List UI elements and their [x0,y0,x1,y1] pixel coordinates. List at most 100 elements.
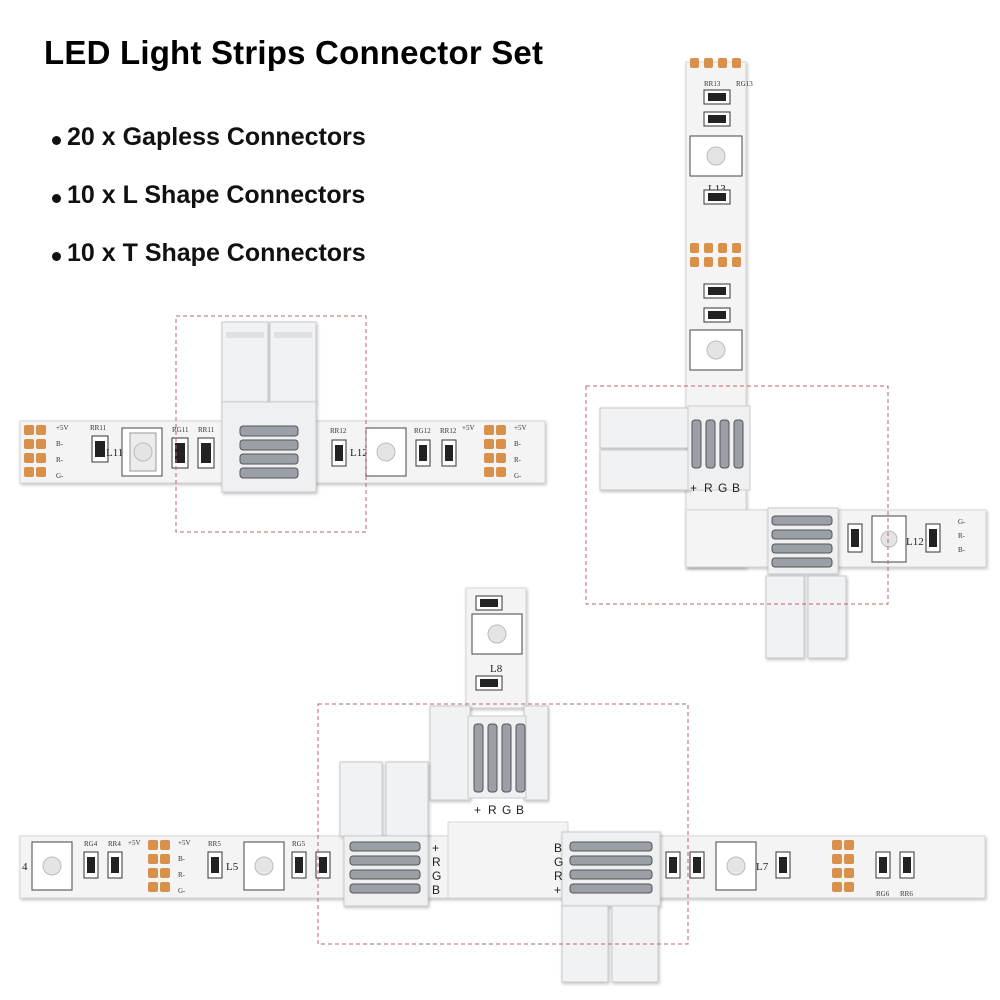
label-5v-t: +5V [128,839,141,847]
label-l11: L11 [106,447,123,459]
label-rg6: RG6 [876,890,890,898]
label-g-l: G- [958,518,966,526]
pin-label-plus: + [690,481,697,495]
highlight-box [175,315,367,533]
label-rr13: RR13 [704,80,721,88]
pin-label-g: G [718,481,727,495]
resistor-icon [295,857,303,873]
label-l12-l: L12 [906,536,924,548]
label-rr11: RR11 [90,424,107,432]
resistor-icon [175,443,185,463]
solder-pads-t-right [832,840,854,892]
label-l8: L8 [490,663,503,675]
resistor-icon [708,311,726,319]
highlight-box [317,703,689,945]
resistor-icon [903,857,911,873]
resistor-body [95,441,105,457]
resistor-icon [335,445,343,461]
label-5v-right: +5V [462,424,475,432]
label-rg5: RG5 [292,840,306,848]
pin-label-b: B [732,481,740,495]
label-l12: L12 [350,447,368,459]
label-b-l: B- [958,546,966,554]
label-l7: L7 [756,861,769,873]
resistor-icon [669,857,677,873]
pin-label-plus-l: + [432,841,439,855]
label-rr12: RR12 [330,427,347,435]
label-rg13: RG13 [736,80,753,88]
solder-pads-left [24,425,46,477]
resistor-icon [708,193,726,201]
bullet-icon [52,251,61,261]
pin-label-b-l: B [432,883,440,897]
pin-label-r-l: R [432,855,441,869]
feature-item: 20 x Gapless Connectors [52,108,366,166]
resistor-icon [708,115,726,123]
resistor-icon [419,445,427,461]
title: LED Light Strips Connector Set [44,34,544,71]
resistor-icon [87,857,95,873]
resistor-icon [201,443,211,463]
pin-label-b-t: B [516,803,524,817]
label-r: R- [56,456,64,464]
label-g-end: G- [514,472,522,480]
label-5v-end: +5V [514,424,527,432]
bullet-icon [52,193,61,203]
resistor-icon [779,857,787,873]
gapless-strip: +5V B- R- G- RR11 L11 RG11 RR11 RR12 L12… [19,315,546,533]
led-chip-icon [31,841,73,891]
pin-label-b-r: B [554,841,562,855]
resistor-icon [708,93,726,101]
resistor-icon [111,857,119,873]
pin-label-r-r: R [554,869,563,883]
feature-text: 10 x T Shape Connectors [67,239,366,267]
feature-item: 10 x T Shape Connectors [52,224,366,282]
label-b-end: B- [514,440,522,448]
label-5v-t2: +5V [178,839,191,847]
label-l4: 4 [22,861,28,873]
label-r-l: R- [958,532,966,540]
pin-label-r-t: R [488,803,497,817]
label-g-t2: G- [178,887,186,895]
pin-label-g-r: G [554,855,563,869]
pin-label-r: R [704,481,713,495]
l-shape-connector: + R G B [599,405,847,659]
bullet-icon [52,135,61,145]
label-5v: +5V [56,424,69,432]
pin-label-g-l: G [432,869,441,883]
resistor-icon [851,529,859,547]
label-rr6: RR6 [900,890,913,898]
label-r-end: R- [514,456,522,464]
label-b-t2: B- [178,855,186,863]
feature-text: 10 x L Shape Connectors [67,181,366,209]
label-rg12: RG12 [414,427,431,435]
pin-label-g-t: G [502,803,511,817]
resistor-icon [319,857,327,873]
label-rr5: RR5 [208,840,221,848]
gapless-connector [221,321,317,493]
resistor-icon [480,599,498,607]
l-shape-strip: L13 RR13 RG13 L12 G- R- B- + [585,58,987,659]
t-shape-connector: + R G B + R G B B G R [339,705,661,983]
pin-label-plus-t: + [474,803,481,817]
feature-text: 20 x Gapless Connectors [67,123,366,151]
resistor-icon [879,857,887,873]
label-l5: L5 [226,861,239,873]
resistor-icon [708,287,726,295]
feature-item: 10 x L Shape Connectors [52,166,366,224]
feature-list: 20 x Gapless Connectors 10 x L Shape Con… [52,108,366,282]
resistor-icon [480,679,498,687]
label-rr4: RR4 [108,840,121,848]
label-g: G- [56,472,64,480]
label-r-t2: R- [178,871,186,879]
solder-pads-t-left [148,840,170,892]
pin-label-plus-r: + [554,883,561,897]
highlight-box [585,385,889,605]
resistor-icon [693,857,701,873]
label-rr12b: RR12 [440,427,457,435]
label-rg11: RG11 [172,426,189,434]
label-rg4: RG4 [84,840,98,848]
resistor-icon [211,857,219,873]
solder-pads-right [484,425,506,477]
